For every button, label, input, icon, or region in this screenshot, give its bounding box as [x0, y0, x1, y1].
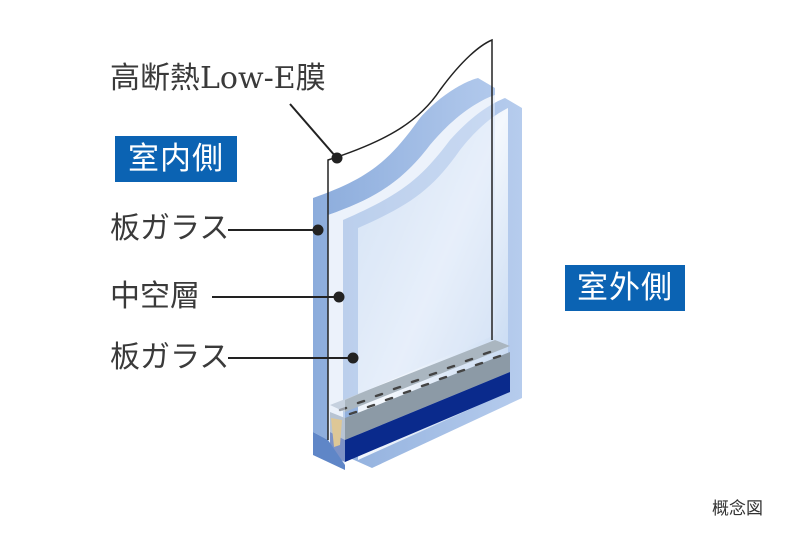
- spacer-bar: [330, 340, 510, 462]
- conceptual-diagram-note: 概念図: [712, 499, 763, 519]
- indoor-glass-pane: [313, 78, 495, 470]
- indoor-side-badge: 室内側: [115, 136, 237, 182]
- outdoor-side-badge: 室外側: [565, 265, 685, 311]
- glass-inner-label: 板ガラス: [110, 211, 230, 246]
- glass-outer-label: 板ガラス: [110, 340, 230, 375]
- low-e-film-outline: [327, 38, 493, 440]
- air-layer-label: 中空層: [110, 279, 200, 314]
- low-e-film-label: 高断熱Low-E膜: [110, 61, 326, 96]
- leader-lines: [212, 103, 359, 364]
